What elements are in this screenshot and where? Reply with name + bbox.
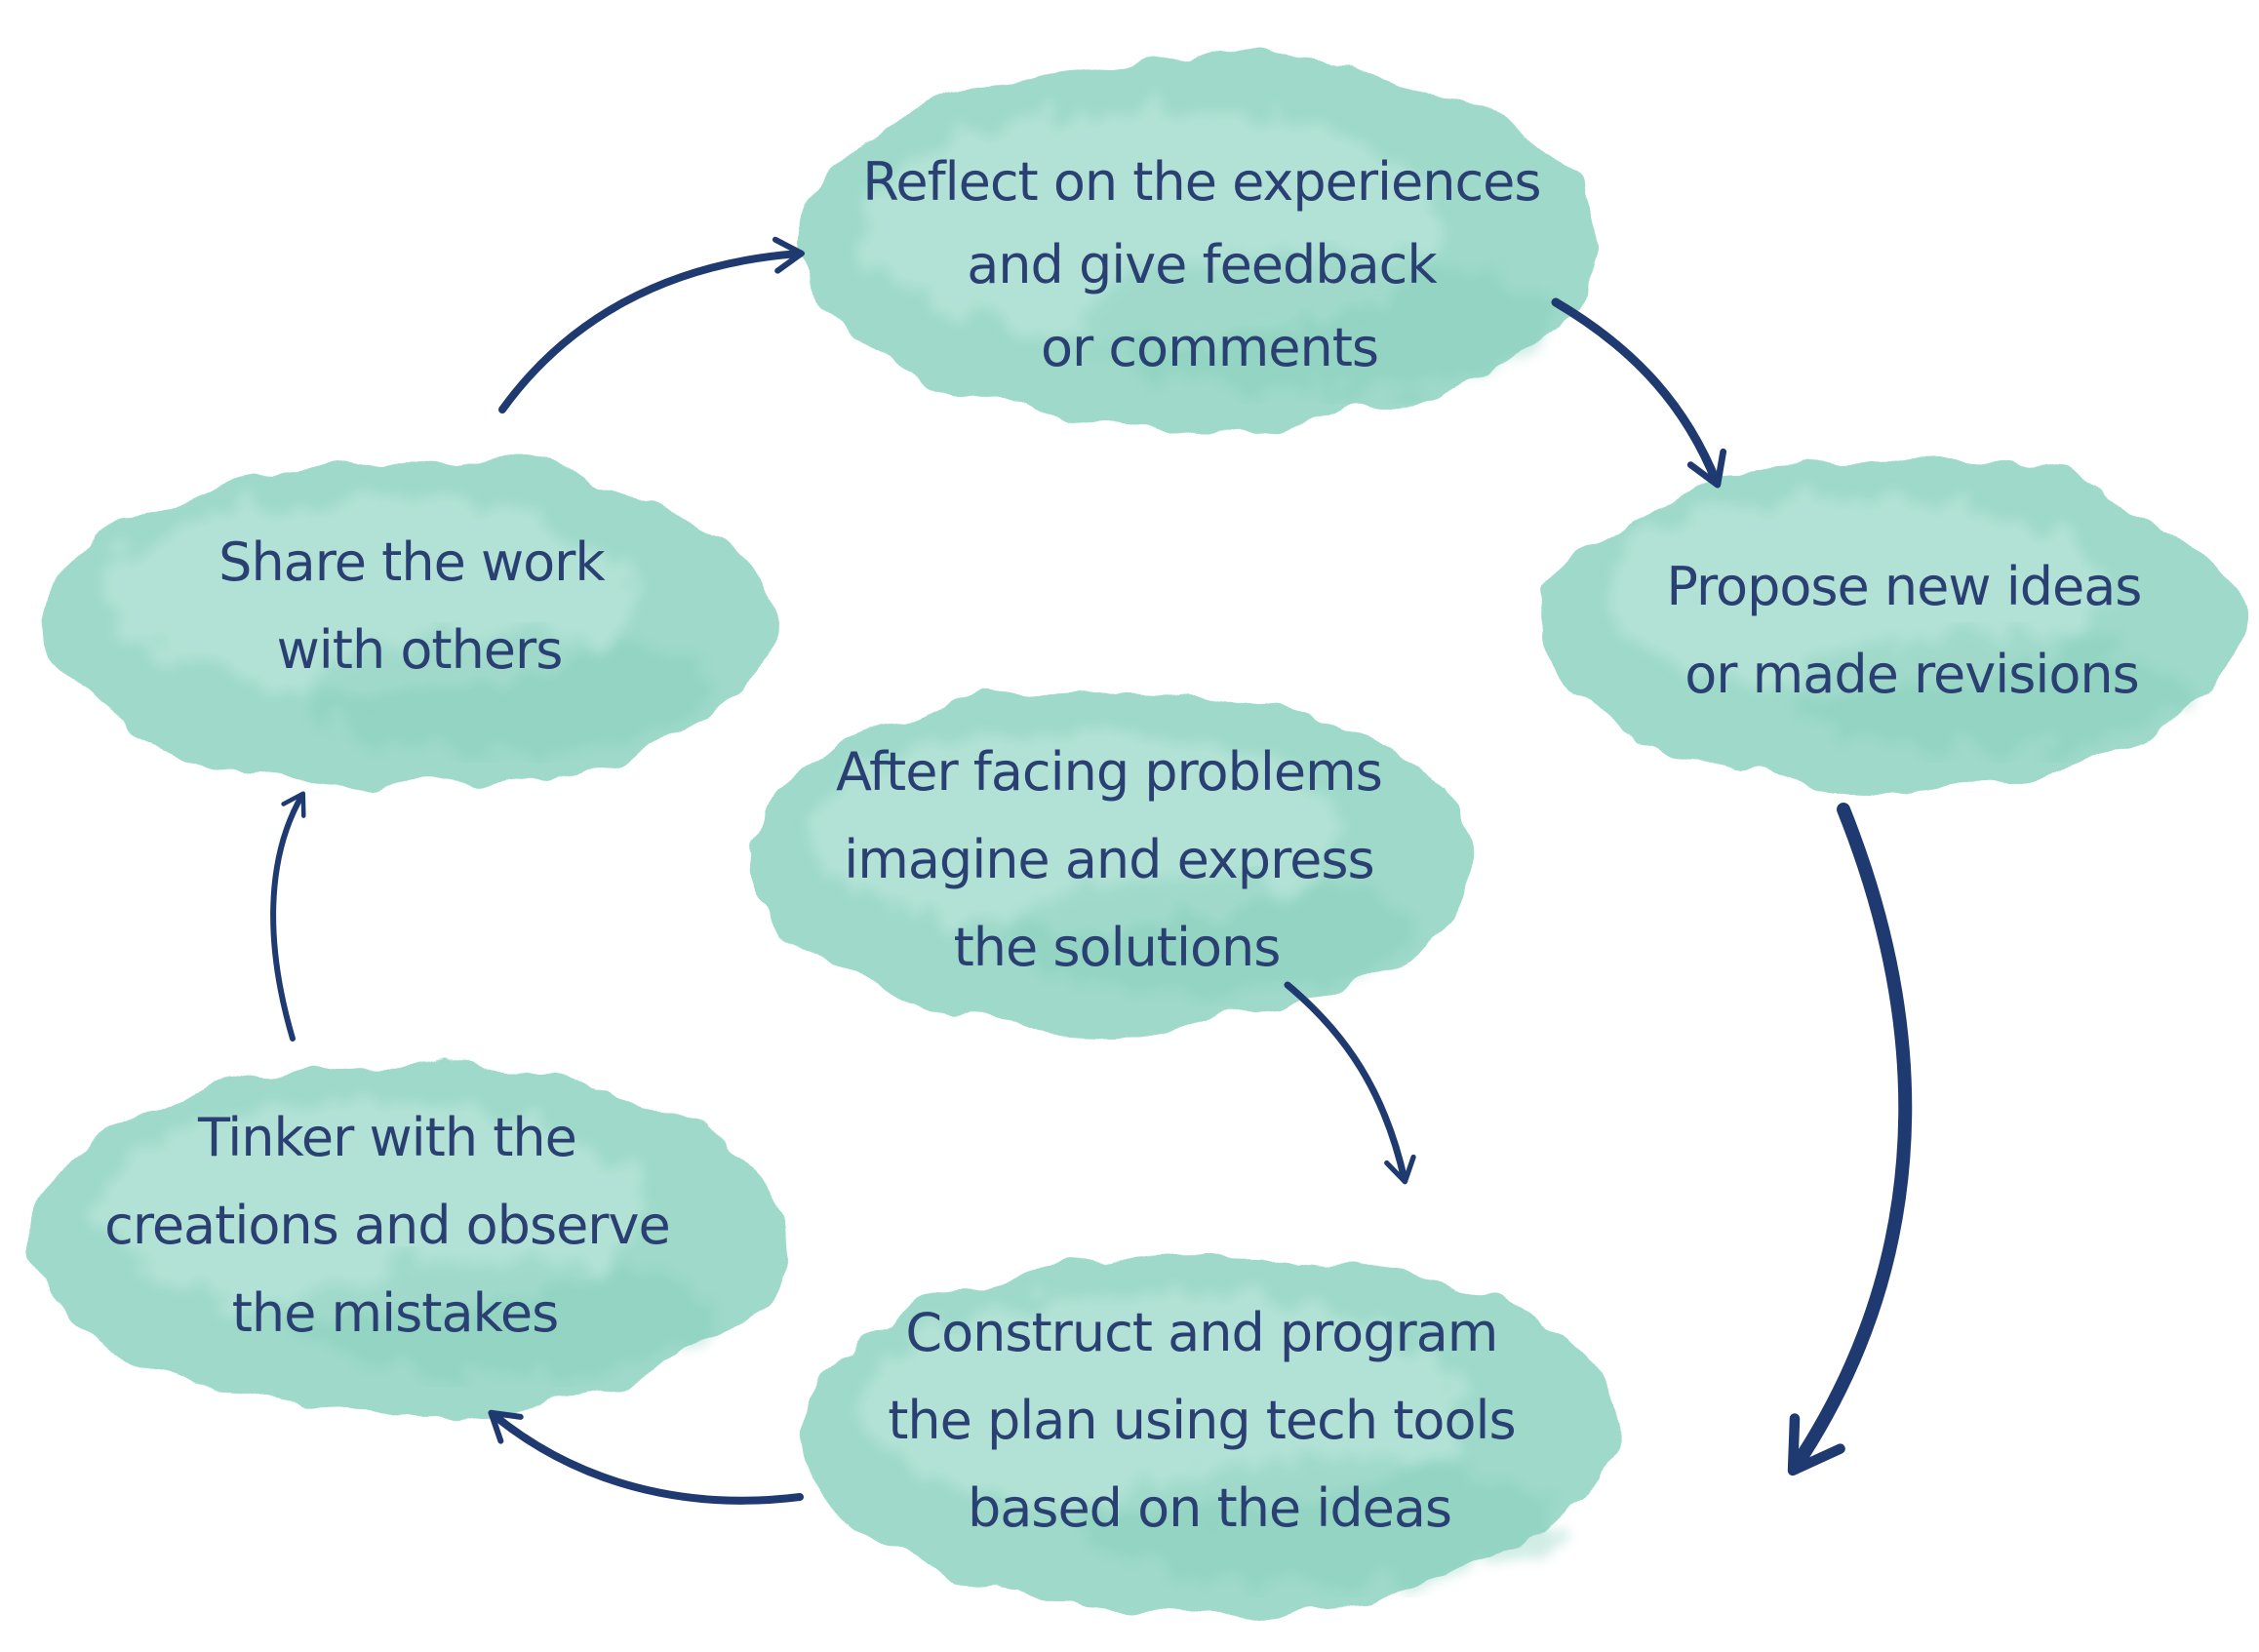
stage-propose-text: Propose new ideas or made revisions xyxy=(1666,556,2157,705)
cycle-arrows xyxy=(270,236,1913,1505)
stage-share-text: Share the work with others xyxy=(218,531,620,681)
watercolor-blob xyxy=(44,458,775,790)
stage-imagine-text: After facing problems imagine and expres… xyxy=(836,741,1398,978)
stage-share: Share the work with others xyxy=(44,458,775,790)
stage-tinker-text: Tinker with the creations and observe th… xyxy=(104,1107,686,1344)
stage-construct-text: Construct and program the plan using tec… xyxy=(888,1302,1531,1539)
arrow-reflect-to-propose xyxy=(1551,297,1727,489)
stage-construct: Construct and program the plan using tec… xyxy=(800,1253,1619,1614)
stage-reflect-text: Reflect on the experiences and give feed… xyxy=(862,151,1556,378)
stage-tinker: Tinker with the creations and observe th… xyxy=(29,1063,790,1414)
stage-reflect: Reflect on the experiences and give feed… xyxy=(800,59,1600,429)
watercolor-blob xyxy=(1541,458,2243,790)
watercolor-blob xyxy=(751,688,1473,1029)
arrow-construct-to-tinker xyxy=(488,1409,804,1505)
stage-propose: Propose new ideas or made revisions xyxy=(1541,458,2243,790)
watercolor-blob xyxy=(29,1063,790,1414)
arrow-propose-to-construct xyxy=(1787,803,1913,1476)
watercolor-blob xyxy=(800,1253,1619,1614)
arrow-tinker-to-share xyxy=(270,791,306,1042)
arrow-share-to-reflect xyxy=(498,236,805,413)
stage-imagine: After facing problems imagine and expres… xyxy=(751,688,1473,1029)
arrow-imagine-to-construct xyxy=(1284,981,1416,1185)
watercolor-blob xyxy=(800,59,1600,429)
